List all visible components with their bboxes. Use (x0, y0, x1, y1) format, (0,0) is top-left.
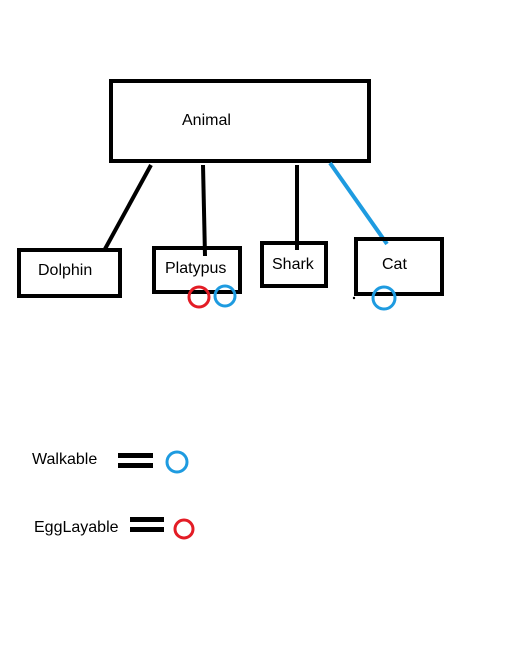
shark-label: Shark (272, 256, 315, 273)
cat-node: Cat (352, 237, 444, 311)
legend-egg-layable-equals-top (130, 517, 164, 522)
platypus-node: Platypus (152, 246, 242, 309)
legend-walkable-equals-bottom (118, 463, 153, 468)
dolphin-node: Dolphin (17, 248, 122, 298)
legend-egg-layable-red-circle-icon (173, 518, 195, 540)
animal-node: Animal (109, 79, 371, 163)
platypus-egg-layable-marker (187, 285, 211, 309)
legend-walkable-blue-circle-icon (165, 450, 189, 474)
platypus-walkable-marker (213, 284, 237, 308)
stray-dot (352, 296, 356, 300)
legend-walkable: Walkable (32, 450, 189, 474)
legend-egg-layable-label: EggLayable (34, 519, 119, 536)
platypus-box (152, 246, 242, 294)
shark-box (260, 241, 328, 288)
animal-box (109, 79, 371, 163)
connector-dolphin (103, 164, 153, 250)
connector-cat (328, 161, 389, 246)
animal-label: Animal (182, 112, 231, 129)
legend-egg-layable: EggLayable (34, 517, 195, 540)
legend-egg-layable-equals-bottom (130, 527, 164, 532)
connector-platypus (201, 164, 207, 257)
dolphin-box (17, 248, 122, 298)
dolphin-label: Dolphin (38, 262, 92, 279)
legend-walkable-equals-top (118, 453, 153, 458)
cat-label: Cat (382, 256, 407, 273)
shark-node: Shark (260, 241, 328, 288)
cat-box (354, 237, 444, 296)
cat-walkable-marker (371, 285, 397, 311)
legend-walkable-label: Walkable (32, 451, 97, 468)
platypus-label: Platypus (165, 260, 226, 277)
